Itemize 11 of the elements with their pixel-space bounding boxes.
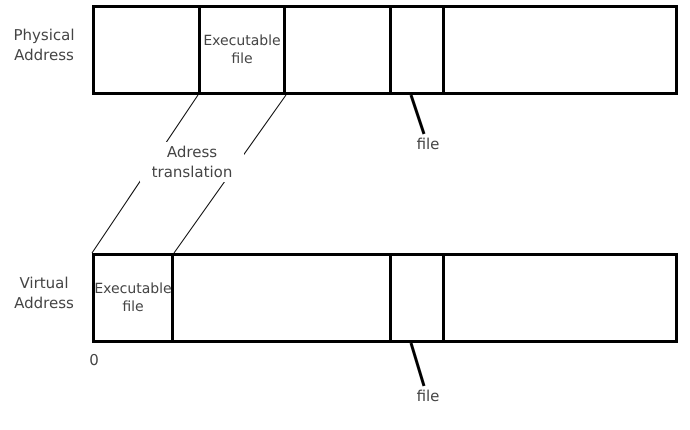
- memory-segment: [389, 253, 445, 343]
- axis-origin-label: 0: [88, 350, 100, 370]
- address-heading: Physical Address: [12, 25, 76, 65]
- address-heading: Virtual Address: [13, 273, 75, 313]
- memory-segment: Executable file: [198, 5, 286, 95]
- memory-segment: [389, 5, 445, 95]
- annotation-text: Adress translation: [140, 142, 244, 182]
- callout-text: file: [405, 134, 451, 156]
- leader-line: [410, 94, 426, 134]
- leader-line: [410, 342, 426, 386]
- callout-text: file: [405, 386, 451, 408]
